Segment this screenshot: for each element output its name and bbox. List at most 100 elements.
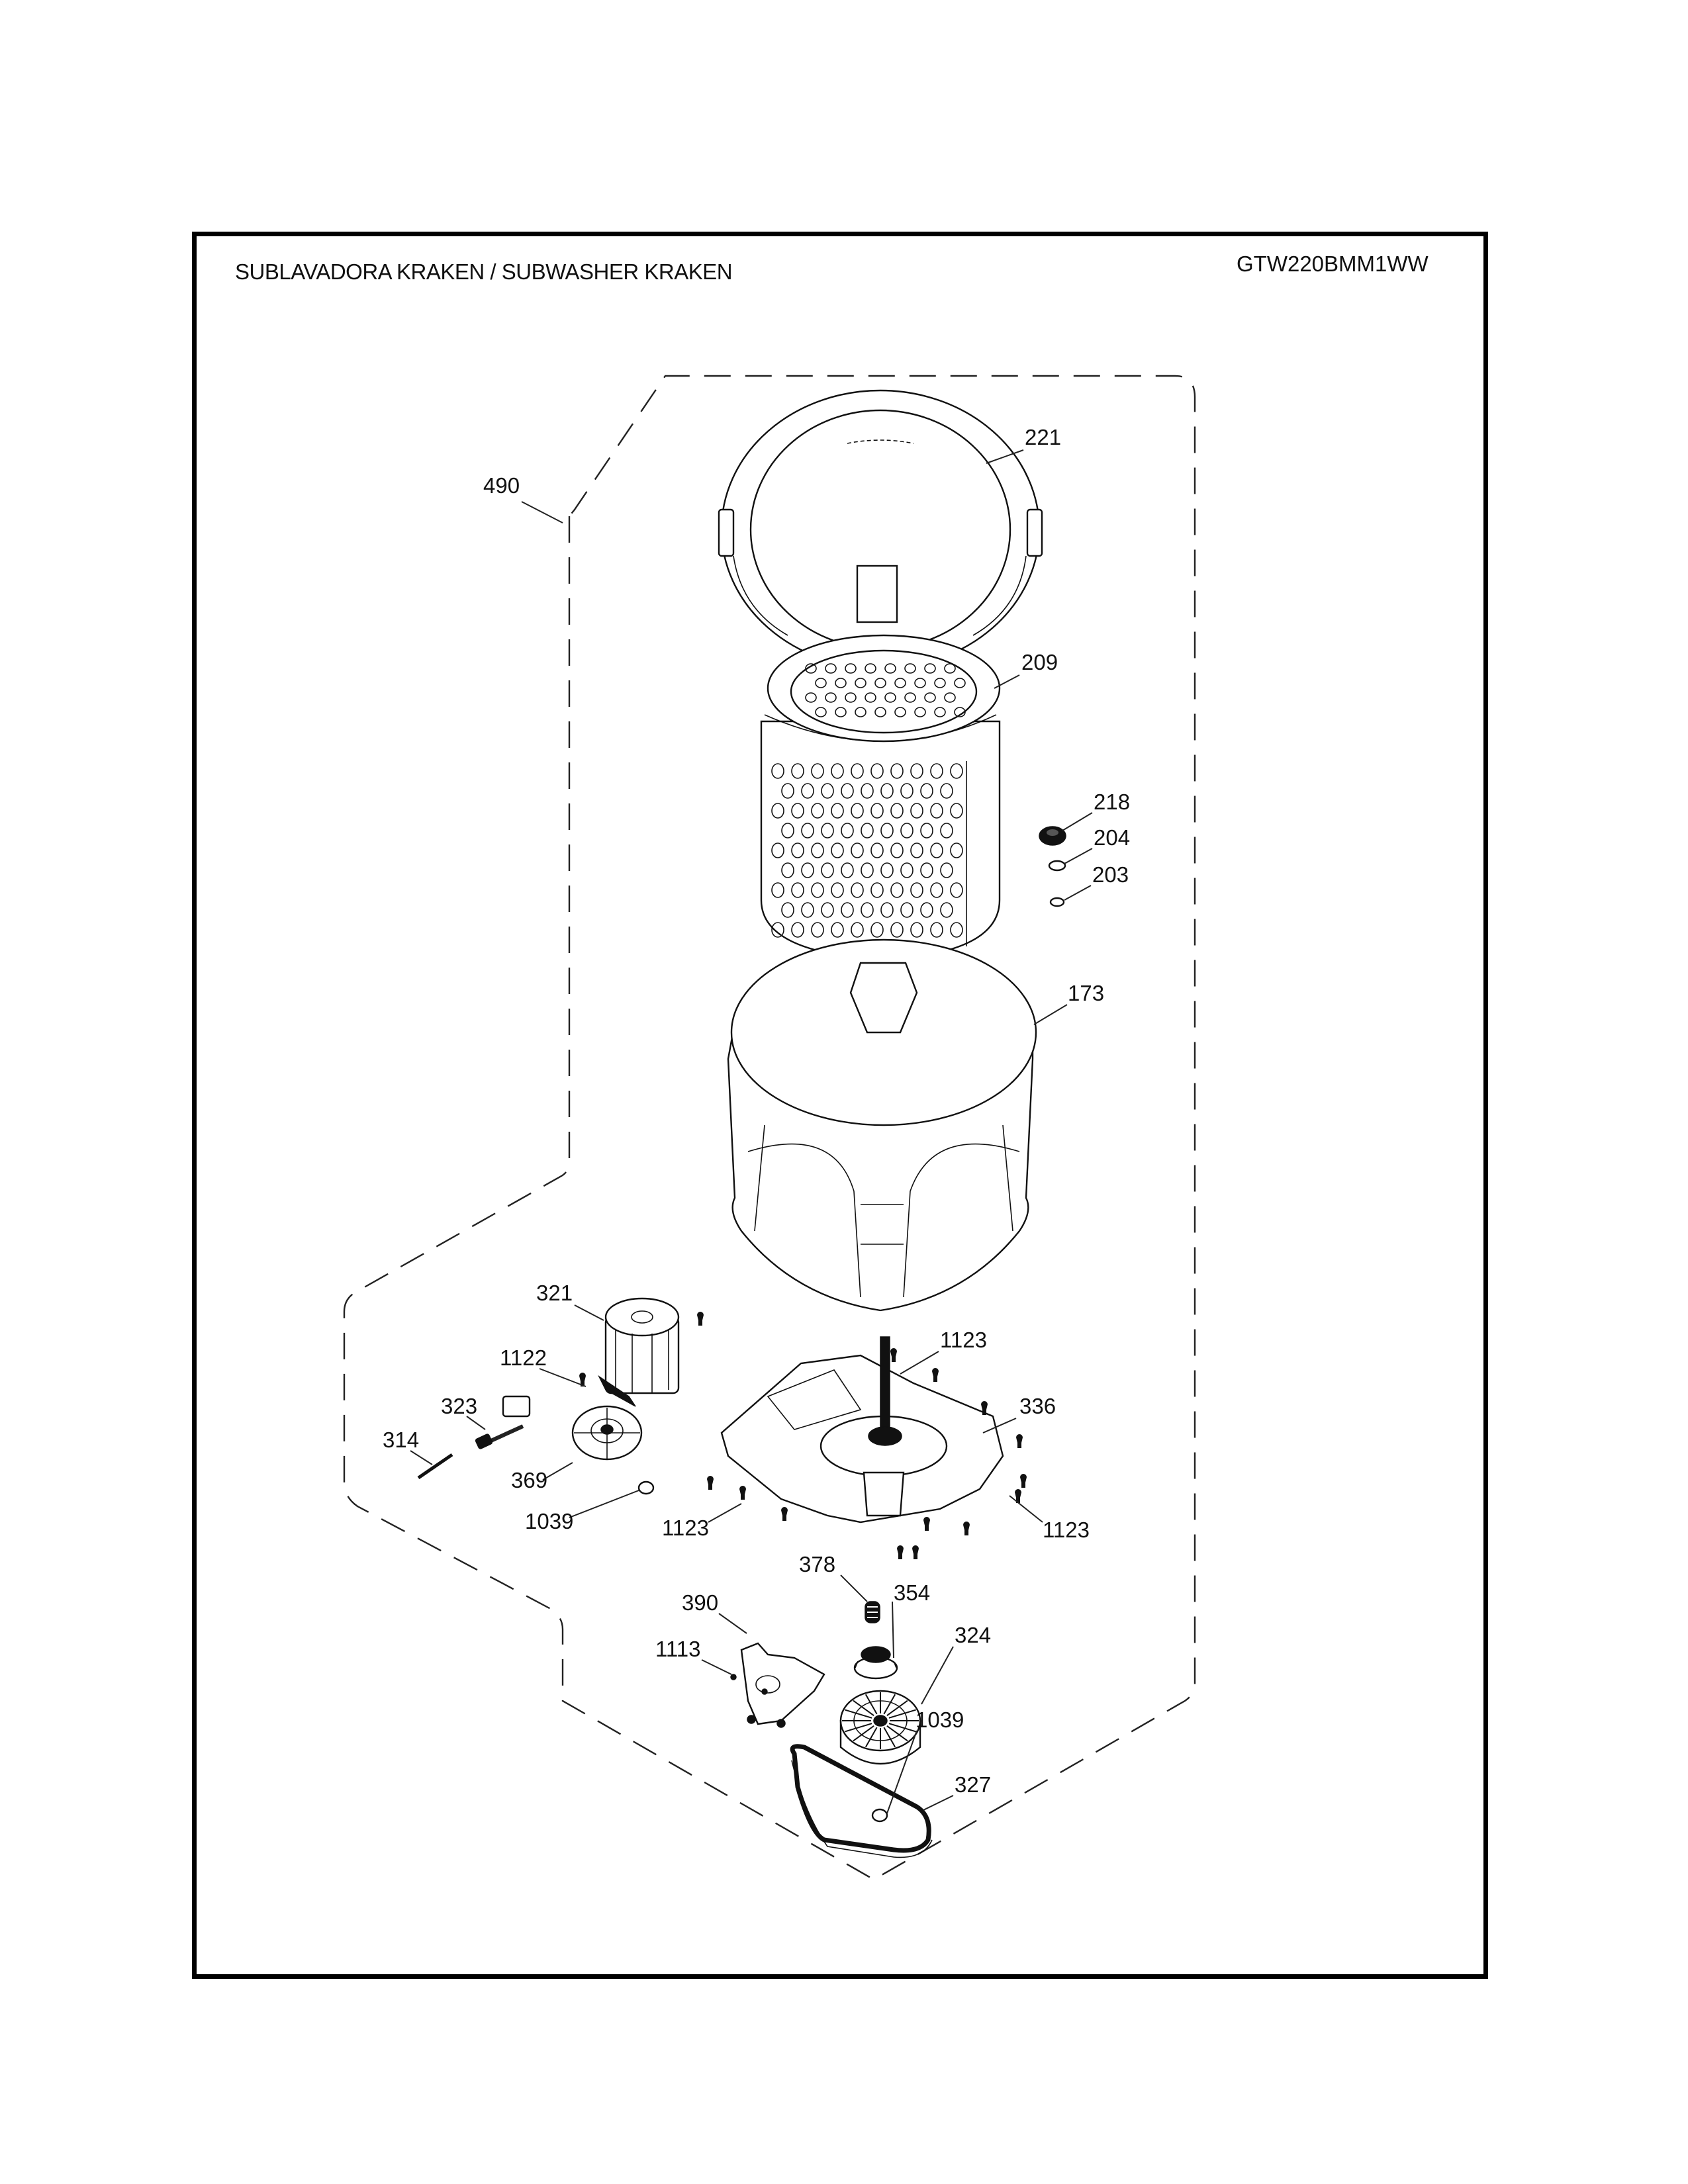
diagram-frame xyxy=(192,232,1488,1979)
perforation xyxy=(801,783,814,799)
perforation xyxy=(815,707,827,717)
perforation xyxy=(940,823,953,839)
bolt-icon xyxy=(890,1348,897,1362)
diagram-title: SUBLAVADORA KRAKEN / SUBWASHER KRAKEN xyxy=(235,259,733,284)
callout-390-shift-actuator: 390 xyxy=(682,1590,747,1634)
callout-number: 1039 xyxy=(525,1509,573,1533)
leader-line xyxy=(542,1462,573,1480)
callout-number: 203 xyxy=(1092,862,1129,887)
perforation xyxy=(825,663,837,674)
actuator-screw-2 xyxy=(761,1688,768,1695)
leader-line xyxy=(1062,812,1093,831)
perforation xyxy=(920,823,933,839)
pulley-spoke xyxy=(853,1725,874,1742)
callout-number: 390 xyxy=(682,1590,718,1615)
perforation xyxy=(801,902,814,918)
perforation xyxy=(950,763,963,779)
perforation xyxy=(851,803,864,819)
pulley-nut xyxy=(637,1480,655,1495)
callout-203-washer-small: 203 xyxy=(1064,862,1129,901)
perforation xyxy=(934,707,946,717)
perforation xyxy=(930,803,943,819)
perforation xyxy=(880,862,894,878)
washer xyxy=(1048,860,1066,872)
pulley-spoke xyxy=(888,1723,916,1733)
perforation xyxy=(914,707,926,717)
perforation xyxy=(841,902,854,918)
perforation xyxy=(851,842,864,858)
subassembly-boundary xyxy=(343,375,1196,1881)
callout-number: 209 xyxy=(1021,650,1058,674)
perforation xyxy=(890,763,904,779)
perforation xyxy=(870,922,884,938)
perforation xyxy=(821,862,834,878)
pulley-spoke xyxy=(883,1694,896,1715)
perforation xyxy=(910,922,923,938)
perforation xyxy=(900,823,914,839)
perforation xyxy=(950,882,963,898)
perforation xyxy=(845,692,857,703)
perforation xyxy=(865,692,876,703)
perforation xyxy=(865,663,876,674)
perforation xyxy=(831,882,844,898)
perforation xyxy=(841,783,854,799)
perforation xyxy=(944,692,956,703)
callout-number: 1123 xyxy=(662,1516,709,1540)
perforation xyxy=(940,902,953,918)
leader-line xyxy=(986,449,1024,464)
bolt-icon xyxy=(912,1545,919,1559)
perforation xyxy=(851,922,864,938)
perforation xyxy=(811,842,824,858)
pulley-spoke xyxy=(865,1727,878,1748)
leader-line xyxy=(718,1613,747,1634)
perforation xyxy=(900,902,914,918)
bolt-icon xyxy=(1016,1434,1023,1448)
leader-line xyxy=(886,1730,917,1814)
perforation xyxy=(920,862,933,878)
callout-204-washer: 204 xyxy=(1064,825,1130,864)
callout-1123-mounting-bolt: 1123 xyxy=(900,1328,987,1375)
perforation xyxy=(910,763,923,779)
bolt-icon xyxy=(1015,1489,1021,1503)
pulley-spoke xyxy=(845,1723,872,1733)
actuator-screw xyxy=(730,1674,737,1680)
callout-336-mounting-plate-assembly: 336 xyxy=(982,1394,1056,1433)
perforation xyxy=(791,842,804,858)
perforation xyxy=(924,663,936,674)
leader-line xyxy=(982,1418,1017,1433)
drive-pulley xyxy=(839,1690,921,1765)
perforation xyxy=(781,823,794,839)
callout-1113-actuator-screw: 1113 xyxy=(655,1637,732,1675)
callout-1122-motor-screw: 1122 xyxy=(500,1345,586,1387)
perforation xyxy=(861,823,874,839)
bolt-icon xyxy=(579,1373,586,1387)
perforation xyxy=(811,882,824,898)
perforation xyxy=(841,862,854,878)
callout-321-drive-motor: 321 xyxy=(536,1281,604,1321)
callout-369-motor-pulley: 369 xyxy=(511,1462,573,1492)
callout-209-wash-basket: 209 xyxy=(994,650,1058,689)
callout-490: 490 xyxy=(483,473,563,523)
bolt-icon xyxy=(897,1545,904,1559)
perforation xyxy=(904,692,916,703)
callout-number: 1123 xyxy=(940,1328,987,1352)
leader-line xyxy=(892,1601,894,1659)
callout-1039-pulley-nut: 1039 xyxy=(525,1490,639,1533)
perforation xyxy=(910,882,923,898)
perforation xyxy=(900,862,914,878)
callout-number: 354 xyxy=(894,1580,930,1605)
callout-number: 314 xyxy=(383,1428,419,1452)
callout-1123-mounting-bolt: 1123 xyxy=(1009,1495,1090,1542)
leader-line xyxy=(1064,848,1093,864)
callout-173-outer-tub: 173 xyxy=(1033,981,1104,1025)
perforation xyxy=(910,842,923,858)
callout-number: 221 xyxy=(1025,425,1061,449)
perforation xyxy=(831,922,844,938)
leader-line xyxy=(1009,1495,1043,1523)
leader-line xyxy=(994,674,1020,689)
perforation xyxy=(821,783,834,799)
pulley-spoke xyxy=(886,1725,908,1742)
leader-line xyxy=(539,1368,586,1387)
perforation xyxy=(771,803,784,819)
perforation xyxy=(811,803,824,819)
